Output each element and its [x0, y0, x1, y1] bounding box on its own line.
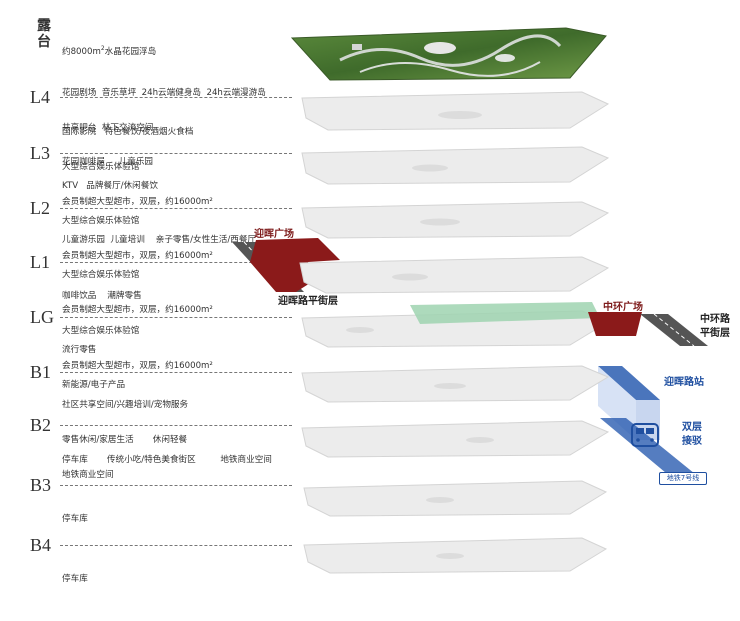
floor-label-b4: B4: [30, 535, 52, 555]
roof-title-suffix: 水晶花园浮岛: [104, 47, 157, 58]
desc-line: 停车库: [62, 574, 88, 585]
desc-line: KTV 品牌餐厅/休闲餐饮: [62, 181, 158, 192]
roof-description: 约8000m2水晶花园浮岛 花园剧场 音乐草坪 24h云端健身岛 24h云端漫游…: [62, 20, 266, 181]
slab-l4: [301, 91, 610, 131]
yinghui-plaza: [250, 238, 340, 292]
yinghui-station-tag: 迎晖路站: [664, 377, 704, 388]
desc-line: 流行零售: [62, 345, 97, 356]
double-layer-tag-2: 接驳: [682, 436, 702, 447]
metro-station: [598, 366, 700, 478]
floor-label-b3: B3: [30, 475, 52, 495]
leader-line: [60, 262, 292, 263]
roof-title-sup: 2: [100, 45, 105, 53]
metro-line-sign: 地铁7号线: [659, 472, 707, 485]
floor-description-b3: 停车库: [62, 491, 88, 537]
slab-b2: [301, 420, 610, 458]
roof-line: 花园咖啡屋 儿童乐园: [62, 157, 154, 168]
leader-line: [60, 425, 292, 426]
floor-description-l3: KTV 品牌餐厅/休闲餐饮 大型综合娱乐体验馆 会员制超大型超市，双层，约160…: [62, 158, 213, 274]
desc-line: 地铁商业空间: [62, 469, 114, 480]
floor-description-b2: 停车库 传统小吃/特色美食街区 地铁商业空间: [62, 432, 272, 478]
leader-line: [60, 208, 292, 209]
leader-line: [60, 485, 292, 486]
slab-l3: [301, 146, 610, 185]
desc-line: 会员制超大型超市，双层，约16000m²: [62, 360, 213, 371]
desc-line: 大型综合娱乐体验馆: [62, 215, 140, 226]
yinghui-street-tag: 迎晖路平街层: [278, 296, 338, 307]
zhonghuan-plaza: [588, 312, 642, 336]
roof-line: 花园剧场 音乐草坪 24h云端健身岛 24h云端漫游岛: [62, 87, 266, 98]
roof-line: 共享吧台 林下交流空间: [62, 122, 154, 133]
roof-label: 露台: [37, 18, 51, 50]
leader-line: [60, 97, 292, 98]
floor-description-l4: 国际影院 特色餐饮/夜酒烟火食档 大型综合娱乐体验馆 会员制超大型超市，双层，约…: [62, 104, 213, 220]
floor-label-lg: LG: [30, 307, 54, 327]
slab-l1: [299, 256, 610, 294]
desc-line: 新能源/电子产品: [62, 379, 126, 390]
train-icon: [631, 423, 659, 447]
desc-line: 停车库: [62, 514, 88, 525]
desc-line: 会员制超大型超市，双层，约16000m²: [62, 304, 213, 315]
desc-line: 社区共享空间/兴趣培训/宠物服务: [62, 400, 189, 411]
leader-line: [60, 153, 292, 154]
green-connector: [410, 302, 600, 324]
desc-line: 会员制超大型超市，双层，约16000m²: [62, 196, 213, 207]
floor-label-l4: L4: [30, 87, 50, 107]
desc-line: 国际影院 特色餐饮/夜酒烟火食档: [62, 127, 194, 138]
desc-line: 儿童游乐园 儿童培训 亲子零售/女性生活/西餐厅: [62, 235, 257, 246]
floor-label-l2: L2: [30, 198, 50, 218]
zhonghuan-street-tag-1: 中环路: [700, 314, 730, 325]
floor-description-l1: 咖啡饮品 潮牌零售 大型综合娱乐体验馆 会员制超大型超市，双层，约16000m²: [62, 268, 213, 384]
leader-line: [60, 372, 292, 373]
floor-label-b2: B2: [30, 415, 52, 435]
slab-b1: [301, 365, 610, 403]
leader-line: [60, 545, 292, 546]
floor-description-b1: 社区共享空间/兴趣培训/宠物服务 零售休闲/家居生活 休闲轻餐 地铁商业空间: [62, 377, 188, 493]
roof-title: 约8000m2水晶花园浮岛: [62, 43, 266, 58]
desc-line: 大型综合娱乐体验馆: [62, 161, 140, 172]
zhonghuan-square-tag: 中环广场: [603, 302, 643, 313]
zhonghuan-street-tag-2: 平街层: [700, 328, 730, 339]
desc-line: 停车库 传统小吃/特色美食街区 地铁商业空间: [62, 455, 272, 466]
roof-garden-slab: [290, 27, 607, 81]
desc-line: 会员制超大型超市，双层，约16000m²: [62, 250, 213, 261]
desc-line: 大型综合娱乐体验馆: [62, 269, 140, 280]
zhonghuan-road: [640, 313, 708, 347]
desc-line: 零售休闲/家居生活 休闲轻餐: [62, 434, 188, 445]
slab-b4: [303, 537, 608, 574]
yinghui-square-tag: 迎晖广场: [254, 229, 294, 240]
roof-title-prefix: 约8000m: [62, 47, 101, 58]
floor-description-l2: 儿童游乐园 儿童培训 亲子零售/女性生活/西餐厅 大型综合娱乐体验馆 会员制超大…: [62, 212, 256, 328]
slab-b3: [303, 480, 608, 517]
desc-line: 大型综合娱乐体验馆: [62, 325, 140, 336]
floor-description-lg: 流行零售 新能源/电子产品: [62, 322, 125, 403]
floor-label-l1: L1: [30, 252, 50, 272]
desc-line: 咖啡饮品 潮牌零售: [62, 291, 142, 302]
leader-line: [60, 317, 292, 318]
floor-description-b4: 停车库: [62, 551, 88, 597]
slab-l2: [301, 201, 610, 239]
floor-label-b1: B1: [30, 362, 52, 382]
double-layer-tag-1: 双层: [682, 422, 702, 433]
floor-label-l3: L3: [30, 143, 50, 163]
